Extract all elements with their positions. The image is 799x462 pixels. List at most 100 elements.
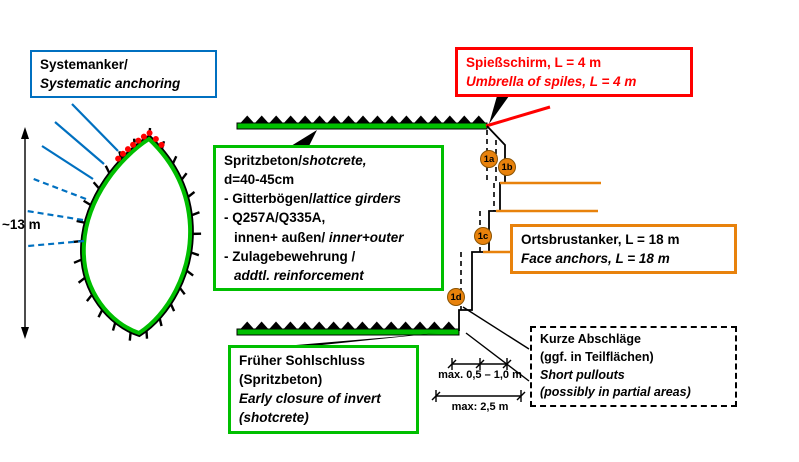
lining-tooth: [471, 115, 486, 124]
systemanker-label-de: Systemanker/: [40, 57, 128, 72]
spritzbeton-callout-box: Spritzbeton/shotcrete, d=40-45cm - Gitte…: [213, 145, 444, 292]
rock-bolt-tick: [82, 199, 92, 206]
rock-bolt-tick: [178, 287, 186, 296]
rock-bolt-tick: [76, 219, 85, 224]
round-length-scale: [447, 358, 512, 370]
lining-tooth: [427, 321, 442, 330]
stage-marker-1d: 1d: [447, 288, 465, 306]
invert-bolt-teeth: [240, 321, 456, 330]
scale-slash: [502, 359, 512, 369]
face-anchors: [483, 181, 601, 254]
spile-dot: [135, 137, 142, 144]
inner-outer-line: innen+ außen/ inner+outer: [224, 228, 433, 247]
sohlschluss-label-de2: (Spritzbeton): [239, 372, 323, 388]
spile-dot: [146, 130, 153, 137]
rock-bolt-tick: [85, 294, 93, 302]
arrowhead-down: [21, 327, 29, 339]
lining-tooth: [283, 321, 298, 330]
lattice-girders-en: lattice girders: [312, 191, 402, 207]
lattice-girders-line: - Gitterbögen/lattice girders: [224, 189, 433, 208]
stage-marker-1a: 1a: [480, 150, 498, 168]
rock-bolt-tick: [191, 211, 200, 217]
stage-marker-1c: 1c: [474, 227, 492, 245]
rock-bolt-tick: [190, 251, 200, 257]
rock-bolt-tick: [180, 172, 188, 181]
abschlaege-leader-bottom: [465, 332, 530, 382]
rock-bolt-tick: [73, 258, 82, 264]
rock-bolt-tick: [158, 318, 163, 327]
system-anchor-lines: [26, 103, 119, 248]
lining-tooth: [412, 321, 428, 330]
ortsbrustanker-label-en: Face anchors, L = 18 m: [521, 251, 670, 267]
rock-bolt-tick: [128, 332, 132, 341]
spiessschirm-label-de: Spießschirm, L = 4 m: [466, 55, 602, 70]
rock-bolt-tick: [92, 181, 100, 190]
lining-tooth: [254, 321, 269, 330]
spile-umbrella-line: [485, 105, 551, 128]
lining-tooth: [312, 321, 327, 330]
scale-slash: [475, 359, 485, 369]
rock-bolt-tick: [186, 269, 194, 277]
lining-tooth: [355, 115, 371, 124]
rock-bolt-tick: [187, 190, 196, 198]
spritzbeton-en: shotcrete,: [302, 153, 367, 168]
lining-tooth: [297, 321, 312, 330]
rock-bolt-tick: [97, 309, 104, 318]
zulagebewehrung-line: - Zulagebewehrung /: [224, 248, 356, 264]
anchor-line-dashed-1: [30, 176, 87, 201]
max-advance-scale: [431, 390, 526, 402]
spiessschirm-label-en: Umbrella of spiles, L = 4 m: [466, 74, 637, 90]
abschlaege-label-en2: (possibly in partial areas): [540, 385, 691, 400]
abschlaege-callout-box: Kurze Abschläge (ggf. in Teilflächen) Sh…: [530, 326, 737, 407]
spile-dot: [119, 150, 126, 157]
abschlaege-leader-top: [462, 306, 530, 350]
sohlschluss-label-de1: Früher Sohlschluss: [239, 353, 366, 368]
crown-shotcrete-bar: [236, 122, 488, 130]
spiessschirm-callout-box: Spießschirm, L = 4 m Umbrella of spiles,…: [455, 47, 693, 98]
lining-tooth: [369, 321, 384, 330]
lining-tooth: [254, 115, 269, 124]
invert-lining: [236, 321, 460, 336]
lining-tooth: [240, 321, 255, 330]
sohlschluss-callout-wedge: [296, 333, 438, 345]
lining-tooth: [428, 115, 443, 124]
sohlschluss-label-en1: Early closure of invert: [239, 391, 381, 407]
lining-tooth: [341, 115, 356, 124]
spritzbeton-callout-wedge: [291, 130, 317, 146]
mesh-type-line: - Q257A/Q335A,: [224, 210, 326, 226]
rock-bolt-tick: [111, 322, 117, 331]
lining-tooth: [326, 115, 342, 124]
lining-tooth: [268, 321, 284, 330]
spile-dot: [158, 141, 165, 148]
lining-tooth: [326, 321, 341, 330]
innen-aussen-de: innen+ außen/: [234, 229, 329, 245]
spile-dot: [140, 133, 147, 140]
crown-lining: [236, 115, 488, 130]
sohlschluss-callout-box: Früher Sohlschluss (Spritzbeton) Early c…: [228, 345, 419, 434]
tunnel-height-label: ~13 m: [2, 217, 41, 232]
lining-tooth: [340, 321, 356, 330]
rock-bolt-tick: [104, 165, 111, 174]
lining-tooth: [399, 115, 414, 124]
lining-tooth: [283, 115, 298, 124]
lining-tooth: [398, 321, 413, 330]
max-advance-label: max: 2,5 m: [451, 401, 509, 413]
lining-tooth: [441, 321, 456, 330]
addtl-reinforcement-line: addtl. reinforcement: [234, 267, 364, 283]
spritzbeton-line-1: Spritzbeton/shotcrete,: [224, 151, 433, 170]
spile-dot: [124, 146, 131, 153]
anchor-line-dashed-3: [27, 239, 85, 248]
ortsbrustanker-label-de: Ortsbrustanker, L = 18 m: [521, 232, 680, 247]
rock-bolt-tick: [145, 330, 149, 339]
sohlschluss-label-en2: (shotcrete): [239, 410, 309, 426]
tunnel-cross-section: [26, 103, 202, 341]
shotcrete-lining-outline: [81, 136, 193, 336]
abschlaege-label-de1: Kurze Abschläge: [540, 332, 641, 346]
abschlaege-label-en1: Short pullouts: [540, 367, 625, 382]
spile-dot: [130, 141, 137, 148]
lining-tooth: [457, 115, 472, 124]
inner-outer-en: inner+outer: [328, 229, 404, 245]
rock-bolt-tick: [77, 276, 86, 284]
scale-slash: [516, 391, 526, 401]
